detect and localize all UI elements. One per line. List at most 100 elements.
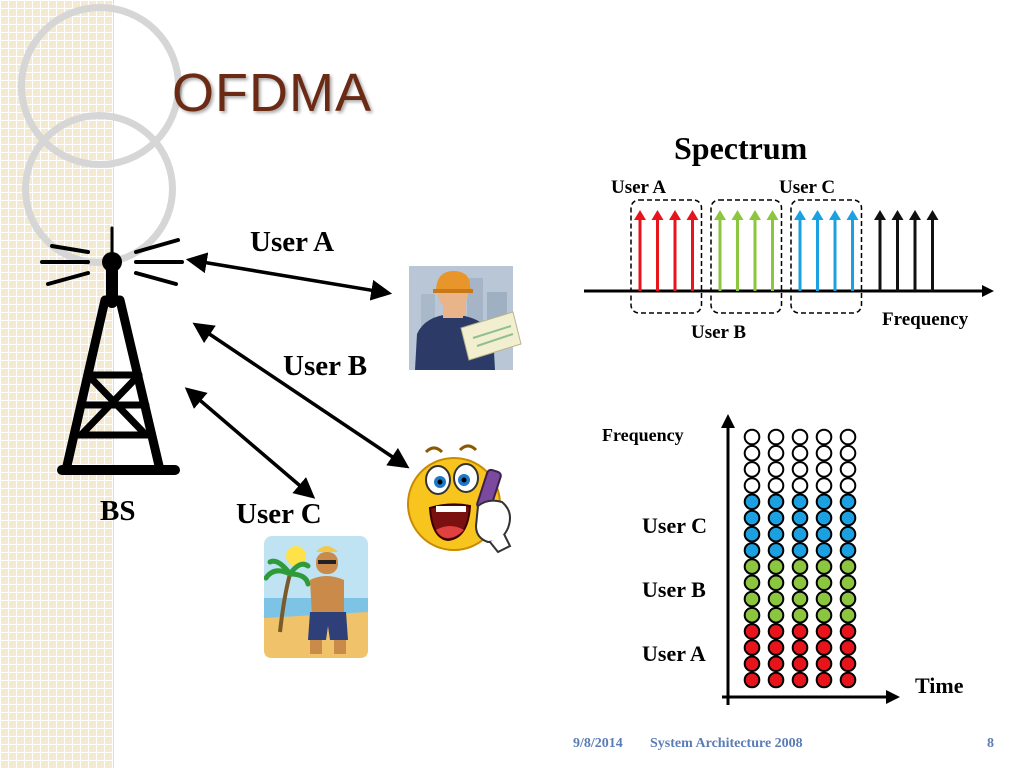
grid-cell <box>815 590 833 608</box>
grid-cell <box>743 525 761 543</box>
spectrum-group-box <box>790 199 863 314</box>
grid-x-arrowhead <box>886 690 900 704</box>
spectrum-arrowhead <box>846 210 859 220</box>
grid-cell <box>815 655 833 673</box>
grid-cell <box>743 606 761 624</box>
grid-cell <box>815 509 833 527</box>
grid-x-label: Time <box>915 673 964 698</box>
grid-cell <box>767 477 785 494</box>
grid-row-label-user-b: User B <box>642 577 706 602</box>
link-arrows <box>184 252 410 499</box>
grid-cell <box>839 590 857 608</box>
grid-cell <box>815 444 833 462</box>
grid-cell <box>743 428 761 446</box>
grid-cell <box>815 461 833 478</box>
page-number: 8 <box>987 736 994 751</box>
spectrum-arrowhead <box>749 210 761 220</box>
grid-cell <box>815 525 833 543</box>
grid-cell <box>791 542 809 559</box>
band-divider <box>113 0 114 768</box>
grid-cell <box>791 606 809 624</box>
grid-cell <box>839 428 857 446</box>
link-arrow-user-a <box>185 252 393 301</box>
spectrum-axis-label: Frequency <box>882 309 969 330</box>
grid-cell <box>791 525 809 543</box>
grid-cell <box>839 525 857 543</box>
footer-date: 9/8/2014 <box>573 736 623 751</box>
grid-cell <box>791 671 809 689</box>
slide-title: OFDMA <box>172 63 372 123</box>
link-label-user-a: User A <box>250 226 335 258</box>
grid-cell <box>815 623 833 640</box>
grid-cell <box>815 493 833 511</box>
spectrum-arrowhead <box>634 210 646 220</box>
grid-cell <box>767 639 785 656</box>
link-label-user-b: User B <box>283 350 368 382</box>
spectrum-arrowhead <box>766 210 779 220</box>
grid-y-arrowhead <box>721 414 735 428</box>
grid-cell <box>791 509 809 527</box>
grid-cell <box>791 461 809 478</box>
spectrum-arrowhead <box>669 210 681 220</box>
grid-cell <box>743 574 761 592</box>
grid-cell <box>767 574 785 592</box>
grid-cell <box>839 542 857 559</box>
grid-cell <box>815 542 833 559</box>
grid-cell <box>791 493 809 511</box>
grid-cell <box>767 671 785 689</box>
grid-cell <box>839 493 857 511</box>
bs-label: BS <box>100 495 136 527</box>
grid-cell <box>839 558 857 575</box>
grid-cell <box>839 509 857 527</box>
spectrum-arrowhead <box>891 210 904 220</box>
grid-cell <box>743 461 761 478</box>
grid-cell <box>743 493 761 511</box>
grid-cell <box>839 671 857 689</box>
grid-cell <box>839 655 857 673</box>
worker-on-phone-icon <box>409 266 522 370</box>
grid-cell <box>839 444 857 462</box>
spectrum-arrowhead <box>794 210 806 220</box>
grid-cell <box>767 493 785 511</box>
spectrum-label-user-c: User C <box>779 177 836 198</box>
grid-cell <box>815 574 833 592</box>
shouting-smiley-phone-icon <box>407 444 512 554</box>
grid-cell <box>791 655 809 673</box>
spectrum-arrowhead <box>686 210 699 220</box>
grid-row-label-user-c: User C <box>642 513 707 538</box>
grid-cell <box>743 477 761 494</box>
spectrum-title: Spectrum <box>674 130 808 166</box>
grid-cell <box>839 623 857 640</box>
spectrum-arrowhead <box>874 210 886 220</box>
grid-cell <box>743 590 761 608</box>
spectrum-label-user-b: User B <box>691 322 747 343</box>
footer-text: System Architecture 2008 <box>650 736 803 751</box>
grid-cell <box>791 444 809 462</box>
grid-cell <box>743 509 761 527</box>
grid-cell <box>767 623 785 640</box>
grid-cell <box>767 558 785 575</box>
grid-cell <box>743 542 761 559</box>
spectrum-arrowhead <box>909 210 921 220</box>
grid-cell <box>767 525 785 543</box>
grid-cell <box>815 671 833 689</box>
grid-cell <box>743 671 761 689</box>
grid-cell <box>839 477 857 494</box>
spectrum-group-box <box>630 199 703 314</box>
link-arrow-user-c <box>184 387 316 499</box>
grid-cell <box>767 590 785 608</box>
link-label-user-c: User C <box>236 498 322 530</box>
grid-cell <box>839 639 857 656</box>
grid-cell <box>791 558 809 575</box>
grid-cell <box>767 444 785 462</box>
spectrum-arrowhead <box>829 210 841 220</box>
grid-cell <box>767 461 785 478</box>
grid-cell <box>767 655 785 673</box>
grid-cell <box>815 428 833 446</box>
radio-tower-icon <box>40 226 184 475</box>
grid-cell <box>743 655 761 673</box>
grid-y-label: Frequency <box>602 425 684 445</box>
spectrum-group-box <box>710 199 783 314</box>
